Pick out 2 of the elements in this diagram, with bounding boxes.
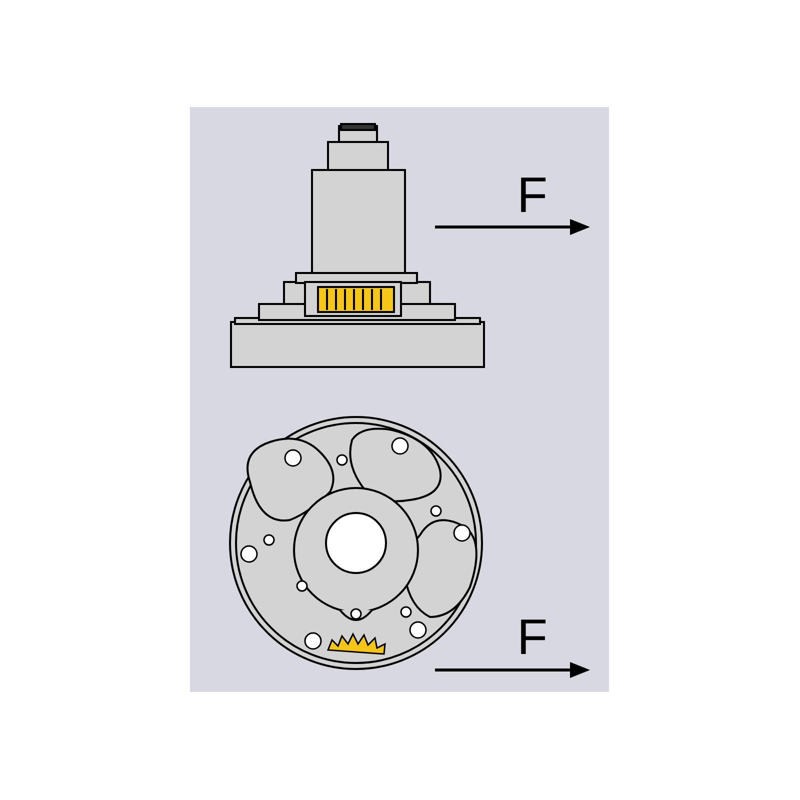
- force-label: F: [517, 612, 548, 662]
- force-label: F: [517, 170, 548, 220]
